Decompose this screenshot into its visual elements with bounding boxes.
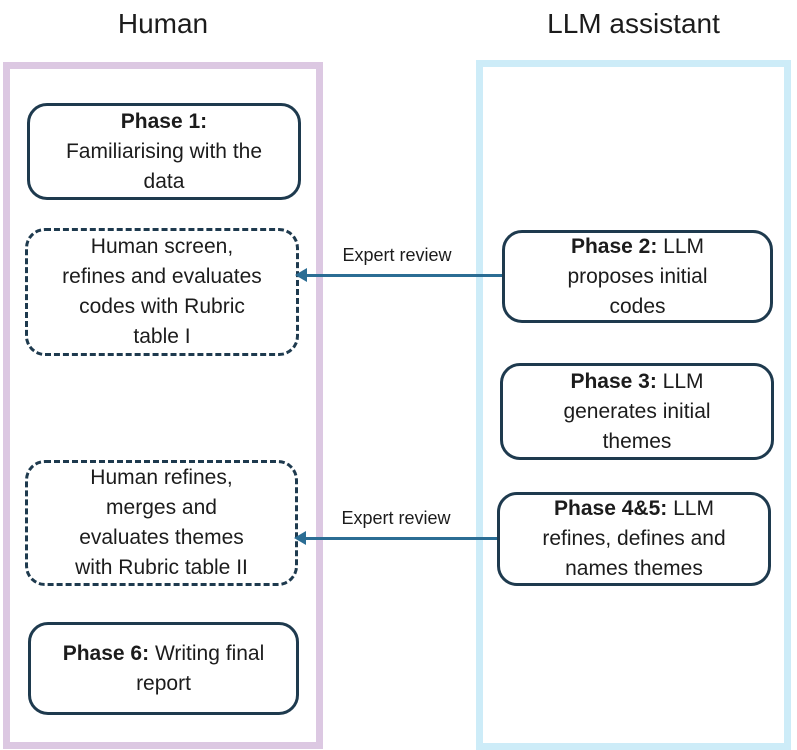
phase3-text: Phase 3: LLM generates initial themes [563, 367, 710, 457]
phase1-text: Phase 1: Familiarising with the data [66, 107, 262, 197]
expert-review-arrow-1-line [304, 274, 502, 277]
phase6-text: Phase 6: Writing final report [63, 639, 265, 699]
phase2-text: Phase 2: LLM proposes initial codes [567, 232, 707, 322]
phase1-box: Phase 1: Familiarising with the data [27, 103, 301, 200]
human-screen-codes-rest: Human screen, refines and evaluates code… [62, 235, 262, 348]
llm-panel [476, 60, 791, 750]
phase2-box: Phase 2: LLM proposes initial codes [502, 230, 773, 323]
phase4and5-box: Phase 4&5: LLM refines, defines and name… [497, 492, 771, 586]
phase4and5-text: Phase 4&5: LLM refines, defines and name… [542, 494, 725, 584]
phase1-label-bold: Phase 1: [120, 109, 208, 133]
phase3-box: Phase 3: LLM generates initial themes [500, 363, 774, 460]
expert-review-arrow-2-head [294, 531, 306, 545]
phase4and5-label-rest: LLM refines, defines and names themes [542, 497, 726, 580]
expert-review-label-1: Expert review [342, 245, 452, 265]
human-screen-codes-box: Human screen, refines and evaluates code… [25, 228, 299, 356]
human-panel [3, 62, 323, 749]
llm-column-title: LLM assistant [547, 8, 720, 39]
phase6-label-bold: Phase 6: [62, 641, 150, 665]
phase2-label-bold: Phase 2: [570, 234, 658, 258]
expert-review-arrow-1-head [295, 268, 307, 282]
expert-review-arrow-2-line [303, 537, 497, 540]
phase6-label-rest: Writing final report [136, 641, 265, 695]
phase3-label-bold: Phase 3: [570, 369, 657, 393]
expert-review-label-2: Expert review [341, 508, 451, 528]
human-refine-themes-text: Human refines, merges and evaluates them… [75, 463, 248, 583]
phase3-label-rest: LLM generates initial themes [563, 369, 711, 453]
phase2-label-rest: LLM proposes initial codes [567, 234, 708, 318]
human-refine-themes-box: Human refines, merges and evaluates them… [25, 460, 298, 586]
phase1-label-rest: Familiarising with the data [65, 139, 263, 193]
phase4and5-label-bold: Phase 4&5: [554, 497, 668, 520]
human-screen-codes-text: Human screen, refines and evaluates code… [62, 232, 262, 352]
phase6-box: Phase 6: Writing final report [28, 622, 299, 715]
human-refine-themes-rest: Human refines, merges and evaluates them… [75, 466, 248, 579]
human-column-title: Human [117, 8, 209, 39]
